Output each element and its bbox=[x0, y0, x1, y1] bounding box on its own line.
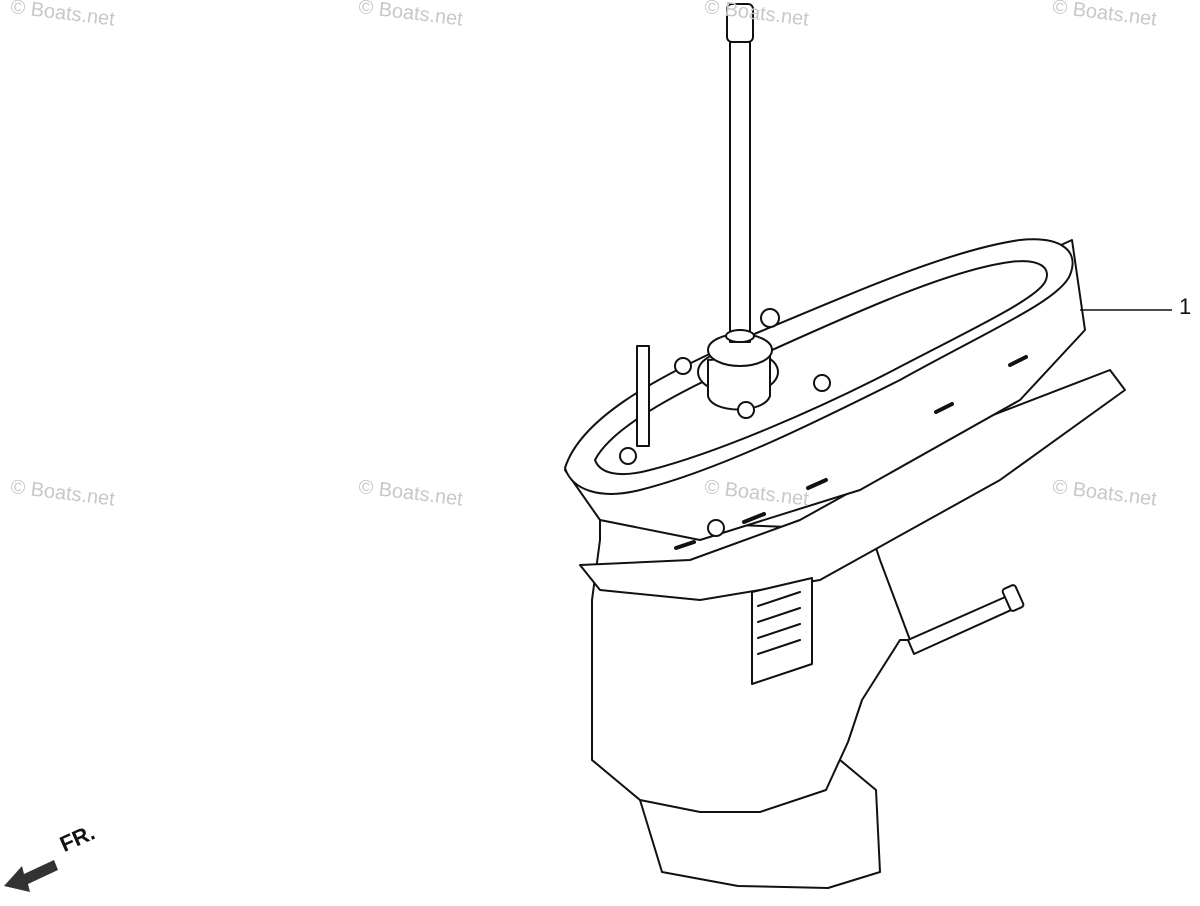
drive-shaft-spline bbox=[726, 3, 754, 43]
deck-bolt bbox=[674, 357, 692, 375]
housing-plug bbox=[707, 519, 725, 537]
propeller-shaft-tip bbox=[1001, 584, 1025, 612]
front-direction-arrow bbox=[4, 860, 58, 892]
deck-bolt bbox=[813, 374, 831, 392]
water-tube-slots bbox=[757, 591, 801, 655]
deck-bolt bbox=[619, 447, 637, 465]
drive-shaft-collar bbox=[725, 329, 755, 343]
drive-shaft bbox=[729, 19, 751, 343]
propeller-shaft bbox=[907, 593, 1021, 655]
shift-rod bbox=[636, 345, 650, 447]
deck-bolt bbox=[737, 401, 755, 419]
part-callout-1: 1 bbox=[1179, 294, 1192, 319]
cavitation-plate bbox=[579, 369, 1126, 601]
deck-bolt bbox=[760, 308, 780, 328]
housing-vents bbox=[674, 355, 1028, 550]
